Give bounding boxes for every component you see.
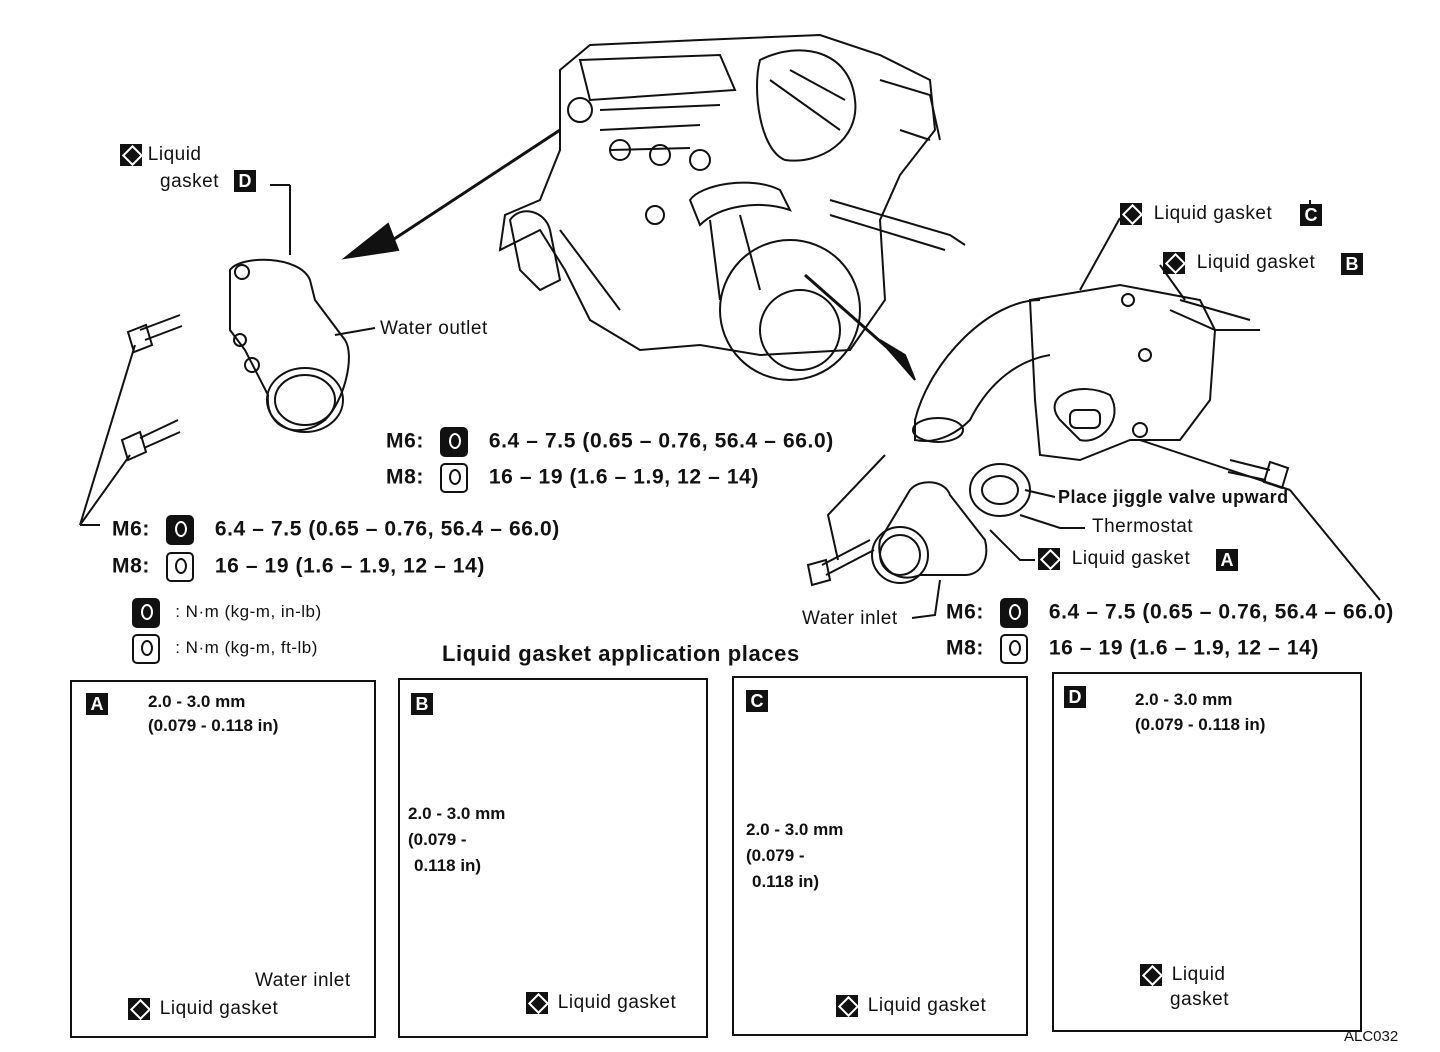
torque-wrench-light-icon — [132, 634, 160, 664]
thermostat-part — [969, 463, 1031, 517]
liquid-gasket-icon — [1038, 548, 1060, 570]
liquid-gasket-icon — [120, 144, 142, 166]
liquid-gasket-icon — [1120, 203, 1142, 225]
center-m6-spec: M6: 6.4 – 7.5 (0.65 – 0.76, 56.4 – 66.0) — [386, 427, 834, 457]
right-m8-spec: M8: 16 – 19 (1.6 – 1.9, 12 – 14) — [946, 634, 1319, 664]
water-inlet-part — [878, 481, 988, 579]
legend-in-lb: : N·m (kg-m, in-lb) — [132, 598, 322, 628]
right-m6-spec: M6: 6.4 – 7.5 (0.65 – 0.76, 56.4 – 66.0) — [946, 598, 1394, 628]
water-outlet-label: Water outlet — [380, 318, 488, 339]
center-m8-spec: M8: 16 – 19 (1.6 – 1.9, 12 – 14) — [386, 463, 759, 493]
panel-a-dim-mm: 2.0 - 3.0 mm — [148, 692, 246, 711]
tag-d: D — [234, 170, 256, 192]
panel-d-tag: D — [1064, 686, 1086, 708]
torque-wrench-light-icon — [1000, 634, 1029, 664]
torque-wrench-light-icon — [440, 463, 469, 493]
panel-a — [70, 680, 376, 1038]
panel-b-tag: B — [411, 693, 433, 715]
place-jiggle-label: Place jiggle valve upward — [1058, 487, 1289, 507]
torque-wrench-dark-icon — [440, 427, 469, 457]
liquid-gasket-a-label: Liquid gasket — [1038, 548, 1190, 570]
liquid-gasket-d-label-line2: gasket — [160, 171, 219, 192]
thermostat-label: Thermostat — [1092, 516, 1194, 537]
panel-d-liquid-gasket: Liquid — [1140, 964, 1226, 986]
panel-d-dim-in: (0.079 - 0.118 in) — [1135, 715, 1266, 734]
panel-b — [398, 678, 708, 1038]
left-m6-spec: M6: 6.4 – 7.5 (0.65 – 0.76, 56.4 – 66.0) — [112, 515, 560, 545]
section-title: Liquid gasket application places — [442, 641, 800, 666]
legend-ft-lb: : N·m (kg-m, ft-lb) — [132, 634, 318, 664]
liquid-gasket-icon — [526, 992, 548, 1014]
panel-b-dim-in-2: 0.118 in) — [414, 856, 482, 875]
panel-b-liquid-gasket: Liquid gasket — [526, 992, 676, 1014]
panel-d-liquid-gasket-line2: gasket — [1170, 989, 1229, 1010]
panel-d-dim-mm: 2.0 - 3.0 mm — [1135, 690, 1233, 709]
engine-block-outline — [498, 33, 937, 357]
panel-c — [732, 676, 1028, 1036]
liquid-gasket-icon — [128, 998, 150, 1020]
panel-a-tag: A — [86, 693, 108, 715]
thermostat-housing — [1028, 283, 1217, 462]
panel-a-dim-in: (0.079 - 0.118 in) — [148, 716, 279, 735]
panel-c-dim-in-1: (0.079 - — [746, 846, 805, 865]
panel-d — [1052, 672, 1362, 1032]
panel-c-liquid-gasket: Liquid gasket — [836, 995, 986, 1017]
torque-wrench-dark-icon — [132, 598, 160, 628]
arrow-left-head — [341, 222, 400, 260]
arrow-right-head — [879, 339, 916, 381]
panel-a-liquid-gasket: Liquid gasket — [128, 998, 278, 1020]
liquid-gasket-d-label: Liquid — [120, 144, 202, 166]
liquid-gasket-icon — [836, 995, 858, 1017]
torque-wrench-dark-icon — [166, 515, 195, 545]
panel-c-dim-mm: 2.0 - 3.0 mm — [746, 820, 844, 839]
panel-b-dim-mm: 2.0 - 3.0 mm — [408, 804, 506, 823]
panel-a-water-inlet: Water inlet — [255, 970, 351, 991]
tag-c: C — [1300, 204, 1322, 226]
left-m8-spec: M8: 16 – 19 (1.6 – 1.9, 12 – 14) — [112, 552, 485, 582]
tag-b: B — [1341, 253, 1363, 275]
liquid-gasket-b-label: Liquid gasket — [1163, 252, 1315, 274]
liquid-gasket-c-label: Liquid gasket — [1120, 203, 1272, 225]
torque-wrench-dark-icon — [1000, 598, 1029, 628]
panel-c-dim-in-2: 0.118 in) — [752, 872, 820, 891]
liquid-gasket-icon — [1140, 964, 1162, 986]
water-inlet-label: Water inlet — [802, 608, 898, 629]
panel-b-dim-in-1: (0.079 - — [408, 830, 467, 849]
engine-air-chamber — [756, 49, 857, 162]
engine-flywheel — [719, 239, 861, 381]
panel-c-tag: C — [746, 690, 768, 712]
figure-code: ALC032 — [1344, 1028, 1399, 1045]
torque-wrench-light-icon — [166, 552, 195, 582]
water-outlet-part — [229, 258, 350, 432]
tag-a: A — [1216, 549, 1238, 571]
liquid-gasket-icon — [1163, 252, 1185, 274]
